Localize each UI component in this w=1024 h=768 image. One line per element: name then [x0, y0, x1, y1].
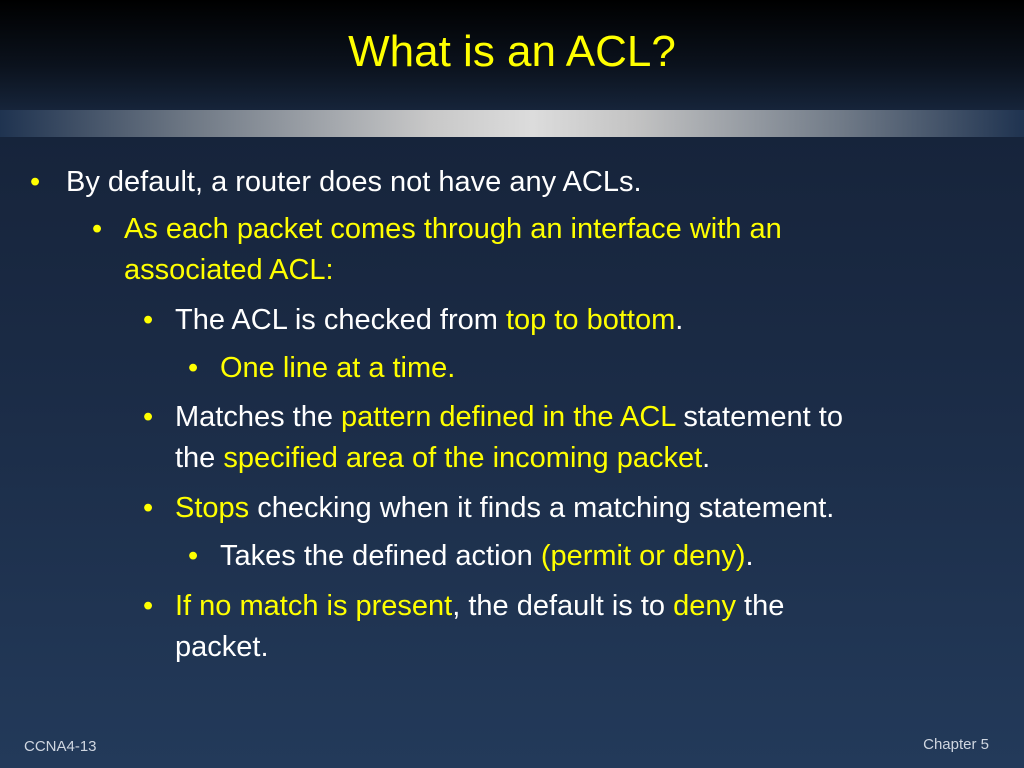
bullet-text: As each packet comes through an interfac…	[124, 213, 782, 245]
highlight-text: top to bottom	[505, 304, 676, 336]
bullet-text: associated ACL:	[124, 254, 334, 286]
bullet-text: statement to	[675, 401, 843, 433]
highlight-text: pattern defined in the ACL	[341, 401, 676, 433]
bullet-marker: •	[143, 304, 154, 336]
bullet-text: packet.	[175, 631, 269, 663]
bullet-item-level3: If no match is present, the default is t…	[175, 586, 784, 627]
title-bar	[0, 0, 1024, 110]
bullet-text: checking when it finds a matching statem…	[249, 492, 835, 524]
highlight-text: One line at a time.	[220, 352, 456, 384]
bullet-text: Takes the defined action	[220, 540, 541, 572]
bullet-text: .	[675, 304, 684, 336]
highlight-text: (permit or deny)	[540, 540, 746, 572]
slide-title: What is an ACL?	[348, 27, 676, 76]
bullet-item-level3: Stops checking when it finds a matching …	[175, 488, 834, 529]
bullet-item-level2: As each packet comes through an interfac…	[124, 209, 782, 250]
bullet-text: .	[745, 540, 754, 572]
bullet-marker: •	[143, 492, 154, 524]
bullet-item-level3: Matches the pattern defined in the ACL s…	[175, 397, 843, 438]
bullet-continuation: associated ACL:	[124, 250, 334, 291]
highlight-text: If no match is present	[175, 590, 453, 622]
bullet-marker: •	[188, 352, 199, 384]
bullet-item-level3: The ACL is checked from top to bottom.	[175, 300, 683, 341]
highlight-text: specified area of the incoming packet	[223, 442, 703, 474]
bullet-continuation: the specified area of the incoming packe…	[175, 438, 710, 479]
bullet-text: the	[175, 442, 224, 474]
bullet-marker: •	[143, 401, 154, 433]
bullet-marker: •	[143, 590, 154, 622]
bullet-text: By default, a router does not have any A…	[66, 166, 642, 198]
bullet-text: Matches the	[175, 401, 342, 433]
bullet-continuation: packet.	[175, 627, 269, 668]
bullet-item-level1: By default, a router does not have any A…	[66, 162, 642, 203]
highlight-text: Stops	[175, 492, 250, 524]
bullet-item-level4: Takes the defined action (permit or deny…	[220, 536, 754, 577]
bullet-text: .	[702, 442, 711, 474]
bullet-text: the	[736, 590, 785, 622]
bullet-text: The ACL is checked from	[175, 304, 506, 336]
bullet-item-level4: One line at a time.	[220, 348, 455, 389]
title-divider	[0, 110, 1024, 137]
footer-chapter-label: Chapter 5	[923, 736, 989, 753]
bullet-marker: •	[30, 166, 41, 198]
bullet-marker: •	[188, 540, 199, 572]
bullet-text: , the default is to	[452, 590, 674, 622]
bullet-marker: •	[92, 213, 103, 245]
footer-course-label: CCNA4-13	[24, 738, 97, 755]
highlight-text: deny	[673, 590, 736, 622]
